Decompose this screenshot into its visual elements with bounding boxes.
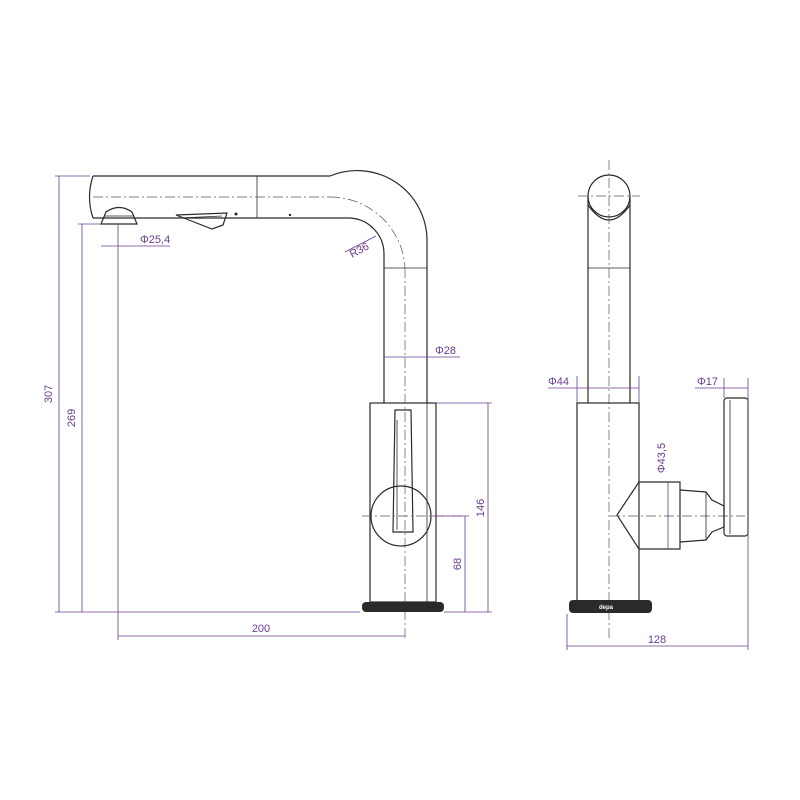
front-dimension-labels: Φ44 Φ17 Φ43,5 128 — [548, 376, 718, 646]
dim-aerator-diameter: Φ25,4 — [140, 234, 170, 246]
dim-handle-diameter: Φ17 — [697, 376, 718, 388]
faucet-body — [369, 268, 437, 640]
front-base: depa — [569, 600, 652, 613]
front-spout — [578, 160, 640, 640]
dim-spout-radius: R36 — [348, 241, 371, 261]
dim-spout-diameter: Φ28 — [435, 345, 456, 357]
dim-128: 128 — [648, 634, 666, 646]
brand-logo: depa — [599, 605, 614, 611]
side-view: 307 269 200 Φ25,4 R36 Φ28 146 68 — [43, 169, 492, 640]
front-view: depa Φ44 Φ17 Φ43,5 128 — [548, 160, 749, 650]
dim-hub-diameter: Φ43,5 — [656, 443, 668, 473]
front-dimensions — [548, 376, 749, 650]
side-dimensions — [55, 175, 492, 640]
dim-68: 68 — [452, 558, 464, 570]
dim-body-diameter: Φ44 — [548, 376, 569, 388]
dim-269: 269 — [66, 409, 78, 427]
base-ring — [362, 602, 444, 612]
spray-trigger — [175, 212, 292, 230]
aerator-head — [100, 206, 138, 225]
dim-200: 200 — [252, 623, 270, 635]
side-dimension-labels: 307 269 200 Φ25,4 R36 Φ28 146 68 — [43, 234, 487, 635]
dim-146: 146 — [475, 499, 487, 517]
lever-handle — [362, 409, 465, 547]
front-hub — [639, 481, 725, 550]
front-body — [576, 402, 745, 603]
dim-307: 307 — [43, 385, 55, 403]
front-handle — [723, 397, 749, 537]
spout-outline — [88, 169, 428, 403]
